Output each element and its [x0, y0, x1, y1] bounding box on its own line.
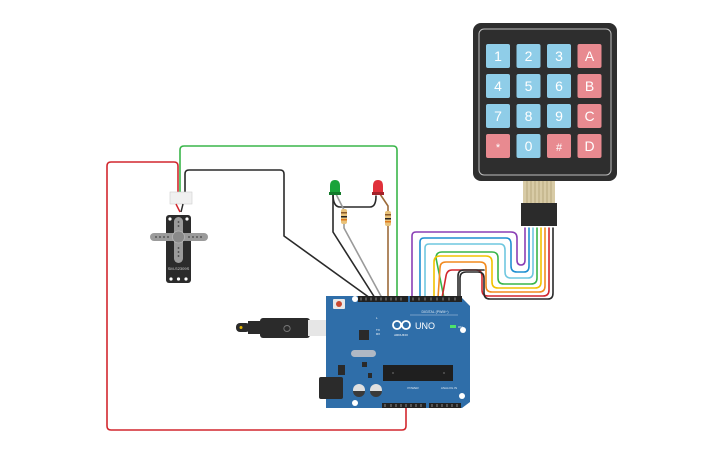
keypad-key[interactable]: 9	[547, 104, 571, 128]
keypad[interactable]: 1 2 3 A 4 5 6 B 7 8 9 C * 0 # D	[473, 23, 617, 226]
keypad-key-face	[486, 134, 510, 158]
keypad-key-label: 2	[525, 48, 533, 64]
keypad-key-face	[577, 104, 602, 128]
wire-keypad-3[interactable]	[424, 227, 534, 299]
keypad-key-label: #	[556, 142, 563, 154]
keypad-key-face	[577, 74, 602, 98]
arduino-brand: ARDUINO	[394, 333, 409, 337]
resistor-red-led[interactable]	[385, 211, 391, 226]
analog-label: ANALOG IN	[441, 386, 457, 390]
keypad-key[interactable]: 2	[516, 44, 541, 68]
power-label: POWER	[407, 386, 419, 390]
on-led	[450, 325, 456, 328]
keypad-key-face	[516, 44, 541, 68]
arduino-logo	[392, 320, 411, 330]
led-green[interactable]	[329, 180, 341, 195]
wire-red-led-resistor[interactable]	[379, 193, 389, 299]
wire-led-ground-to-arduino[interactable]	[332, 193, 376, 299]
keypad-key[interactable]: 0	[516, 134, 541, 158]
arduino-model: UNO	[415, 321, 435, 331]
keypad-key-label: 9	[555, 108, 563, 124]
keypad-pins	[521, 181, 557, 226]
arduino-uno[interactable]: DIGITAL (PWM~) UNO ARDUINO ON TX RX L PO…	[319, 296, 470, 408]
wire-keypad-5[interactable]	[433, 227, 542, 299]
keypad-key-face	[486, 104, 510, 128]
keypad-key-label: 8	[525, 108, 533, 124]
wire-keypad-4[interactable]	[435, 227, 538, 299]
keypad-key-face	[547, 104, 571, 128]
tx-label: TX	[376, 328, 380, 332]
keypad-key-face	[486, 74, 510, 98]
atmega-chip	[383, 365, 453, 381]
keypad-key-label: 0	[525, 138, 533, 154]
keypad-key[interactable]: 4	[486, 74, 510, 98]
servo-motor[interactable]: SM-S2309S	[150, 191, 208, 283]
keypad-key-label: 5	[525, 78, 533, 94]
keypad-key[interactable]: B	[577, 74, 602, 98]
keypad-key-face	[547, 44, 571, 68]
led-red[interactable]	[372, 180, 384, 195]
keypad-key-label: C	[584, 108, 594, 124]
keypad-key[interactable]: #	[547, 134, 571, 158]
keypad-key[interactable]: 1	[486, 44, 510, 68]
keypad-border	[478, 28, 612, 176]
keypad-key[interactable]: 6	[547, 74, 571, 98]
usb-icon: ⭘	[283, 324, 291, 335]
keypad-key-face	[516, 74, 541, 98]
keypad-key-face	[516, 104, 541, 128]
keypad-key[interactable]: C	[577, 104, 602, 128]
keypad-key[interactable]: A	[577, 44, 602, 68]
wires	[106, 145, 554, 431]
keypad-key-label: 7	[494, 108, 502, 124]
keypad-key-label: 1	[494, 48, 502, 64]
l-label: L	[376, 316, 378, 320]
crystal	[351, 350, 376, 357]
rx-label: RX	[376, 332, 380, 336]
usb-chip	[359, 330, 369, 340]
keypad-key[interactable]: 3	[547, 44, 571, 68]
keypad-key-label: B	[585, 78, 594, 94]
keypad-key-label: 4	[494, 78, 502, 94]
keypad-key-face	[577, 134, 602, 158]
keypad-key-face	[547, 134, 571, 158]
keypad-key[interactable]: 7	[486, 104, 510, 128]
wire-keypad-7[interactable]	[441, 227, 550, 299]
keypad-key-label: D	[584, 138, 594, 154]
servo-label: SM-S2309S	[168, 266, 190, 271]
power-jack[interactable]	[319, 377, 343, 399]
servo-connector	[169, 191, 193, 205]
keypad-key-label: 3	[555, 48, 563, 64]
keypad-key[interactable]: 5	[516, 74, 541, 98]
wire-keypad-8b[interactable]	[459, 227, 554, 300]
analog-header	[429, 403, 461, 408]
digital-header-1	[358, 296, 408, 302]
on-label: ON	[458, 325, 463, 329]
keypad-key[interactable]: D	[577, 134, 602, 158]
keypad-key-label: 6	[555, 78, 563, 94]
wire-servo-power[interactable]	[106, 161, 407, 431]
keypad-keys: 1 2 3 A 4 5 6 B 7 8 9 C * 0 # D	[486, 44, 602, 158]
keypad-key-label: *	[496, 142, 501, 154]
keypad-key[interactable]: *	[486, 134, 510, 158]
servo-horn[interactable]	[150, 217, 208, 263]
wire-keypad-6[interactable]	[437, 227, 546, 299]
keypad-key-face	[516, 134, 541, 158]
keypad-key-face	[577, 44, 602, 68]
keypad-key-face	[547, 74, 571, 98]
resistor-green-led[interactable]	[341, 209, 347, 224]
keypad-key-label: A	[585, 48, 595, 64]
digital-label: DIGITAL (PWM~)	[421, 310, 448, 314]
wire-servo-ground[interactable]	[184, 169, 371, 299]
wire-servo-signal[interactable]	[179, 145, 398, 299]
usb-cable[interactable]: ⭘	[236, 318, 328, 338]
keypad-key-face	[486, 44, 510, 68]
keypad-key[interactable]: 8	[516, 104, 541, 128]
power-header	[382, 403, 426, 408]
wire-keypad-2[interactable]	[419, 227, 530, 299]
wire-keypad-8[interactable]	[457, 269, 485, 299]
wire-keypad-1[interactable]	[411, 227, 526, 299]
